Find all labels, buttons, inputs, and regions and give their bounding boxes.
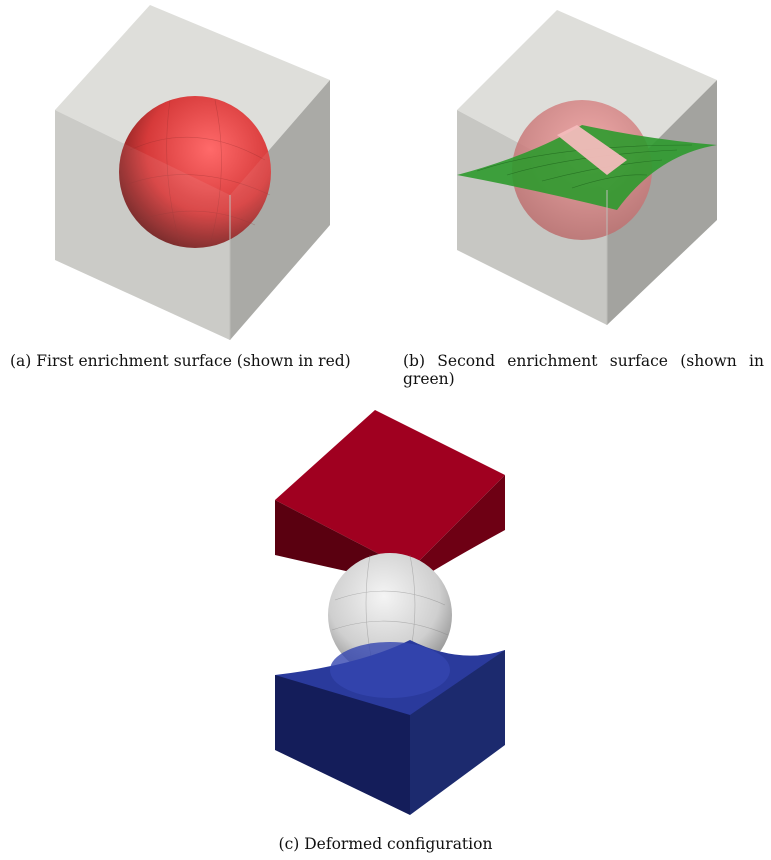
subfigure-b	[452, 5, 722, 330]
sphere-red	[119, 96, 271, 248]
caption-a: (a) First enrichment surface (shown in r…	[10, 352, 351, 370]
subfigure-a-image	[55, 5, 330, 340]
bottom-block-right-face	[410, 650, 505, 815]
subfigure-c-image	[275, 410, 505, 815]
box-right-face	[230, 80, 330, 340]
green-surface	[457, 125, 717, 210]
top-block-right-face	[410, 475, 505, 585]
caption-c: (c) Deformed configuration	[278, 835, 493, 853]
caption-b: (b) Second enrichment surface (shown in …	[403, 352, 764, 388]
box-right-face	[607, 80, 717, 325]
subfigure-b-image	[457, 10, 717, 325]
top-block-top-face	[275, 410, 505, 570]
subfigure-c	[270, 405, 520, 815]
bottom-block-left-face	[275, 675, 410, 815]
subfigure-a	[50, 0, 340, 340]
